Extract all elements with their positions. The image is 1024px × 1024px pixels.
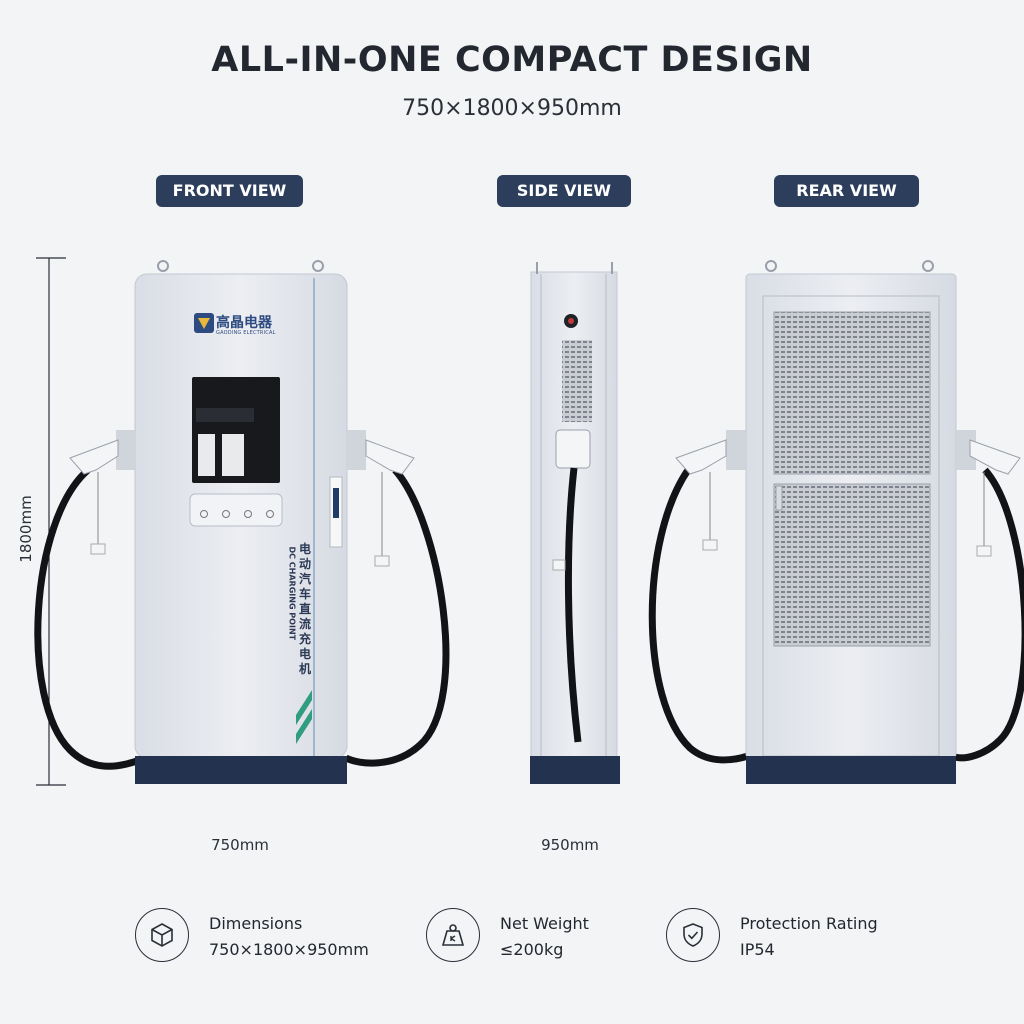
height-dimension-label: 1800mm xyxy=(17,495,35,563)
spec-net-weight: Net Weight ≤200kg xyxy=(426,906,626,970)
weight-icon xyxy=(426,908,480,962)
spec-value: ≤200kg xyxy=(500,940,564,959)
spec-title: Dimensions xyxy=(209,914,303,933)
side-view-label: SIDE VIEW xyxy=(497,175,631,207)
front-view-charger xyxy=(34,260,450,784)
brand-name-en: GAODING ELECTRICAL xyxy=(216,330,276,336)
page-title: ALL-IN-ONE COMPACT DESIGN xyxy=(211,40,813,80)
height-dimension-line xyxy=(36,257,66,786)
shield-check-icon xyxy=(666,908,720,962)
page-subtitle: 750×1800×950mm xyxy=(402,96,622,121)
rear-view-label: REAR VIEW xyxy=(774,175,919,207)
spec-protection-rating: Protection Rating IP54 xyxy=(666,906,906,970)
rear-view-charger xyxy=(648,260,1024,784)
brand-name-cn: 高晶电器 xyxy=(216,315,272,331)
spec-value: 750×1800×950mm xyxy=(209,940,369,959)
side-view-charger xyxy=(530,262,620,784)
spec-value: IP54 xyxy=(740,940,775,959)
cube-icon xyxy=(135,908,189,962)
charger-illustration: 高晶电器 GAODING ELECTRICAL 电动汽车直流充电机 DC CHA… xyxy=(0,240,1024,800)
spec-title: Net Weight xyxy=(500,914,589,933)
width-dimension-label: 750mm xyxy=(211,836,269,854)
spec-title: Protection Rating xyxy=(740,914,878,933)
spec-dimensions: Dimensions 750×1800×950mm xyxy=(135,906,395,970)
charger-drawing xyxy=(34,257,1024,786)
front-view-label: FRONT VIEW xyxy=(156,175,303,207)
charger-label-cn: 电动汽车直流充电机 xyxy=(299,542,312,676)
depth-dimension-label: 950mm xyxy=(541,836,599,854)
charger-label-en: DC CHARGING POINT xyxy=(287,546,297,641)
